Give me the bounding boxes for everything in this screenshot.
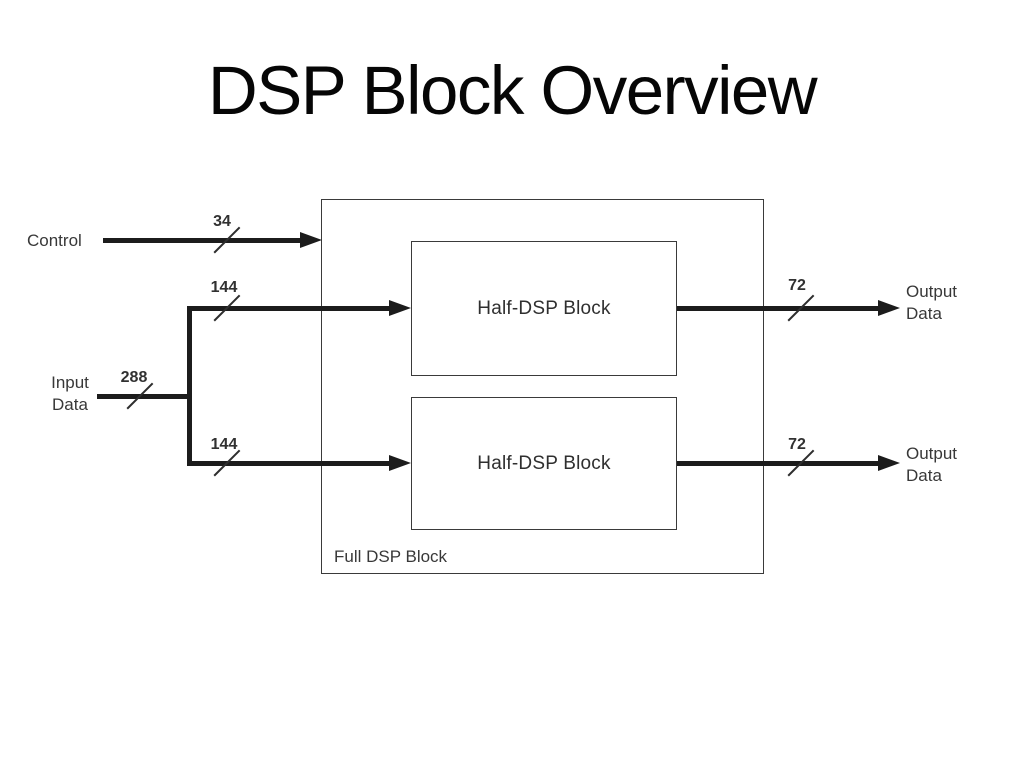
branch-bottom-line [187,460,389,466]
input-data-label-line2: Data [52,395,88,414]
output-data-top-line2: Data [906,304,942,323]
output-data-top-line1: Output [906,282,958,301]
input-bus-width: 288 [120,369,148,386]
branch-top-line [187,305,389,311]
output-top-bus-width: 72 [788,277,806,294]
half-dsp-block-top-label: Half-DSP Block [477,297,611,319]
branch-top-arrowhead-icon [389,300,411,316]
input-data-label: Input Data [38,372,102,416]
branch-top-bus-width: 144 [210,279,238,296]
input-bus-line [97,394,190,399]
branch-bottom-arrowhead-icon [389,455,411,471]
output-data-bottom-label: Output Data [906,443,957,487]
control-bus-line [103,237,302,243]
slide-title: DSP Block Overview [207,52,818,129]
control-bus-width: 34 [213,213,231,230]
control-label: Control [27,231,82,250]
full-dsp-block-label: Full DSP Block [334,547,448,566]
half-dsp-block-top-box: Half-DSP Block [411,241,677,376]
output-bottom-bus-width: 72 [788,436,806,453]
output-data-top-label: Output Data [906,281,957,325]
input-trunk-line [187,305,192,466]
output-top-line [677,305,878,311]
half-dsp-block-bottom-box: Half-DSP Block [411,397,677,530]
output-bottom-line [677,460,878,466]
output-data-bottom-line1: Output [906,444,958,463]
output-top-arrowhead-icon [878,300,900,316]
input-data-label-line1: Input [51,373,89,392]
output-data-bottom-line2: Data [906,466,942,485]
half-dsp-block-bottom-label: Half-DSP Block [477,452,611,474]
output-bottom-arrowhead-icon [878,455,900,471]
control-arrowhead-icon [300,232,322,248]
branch-bottom-bus-width: 144 [210,436,238,453]
